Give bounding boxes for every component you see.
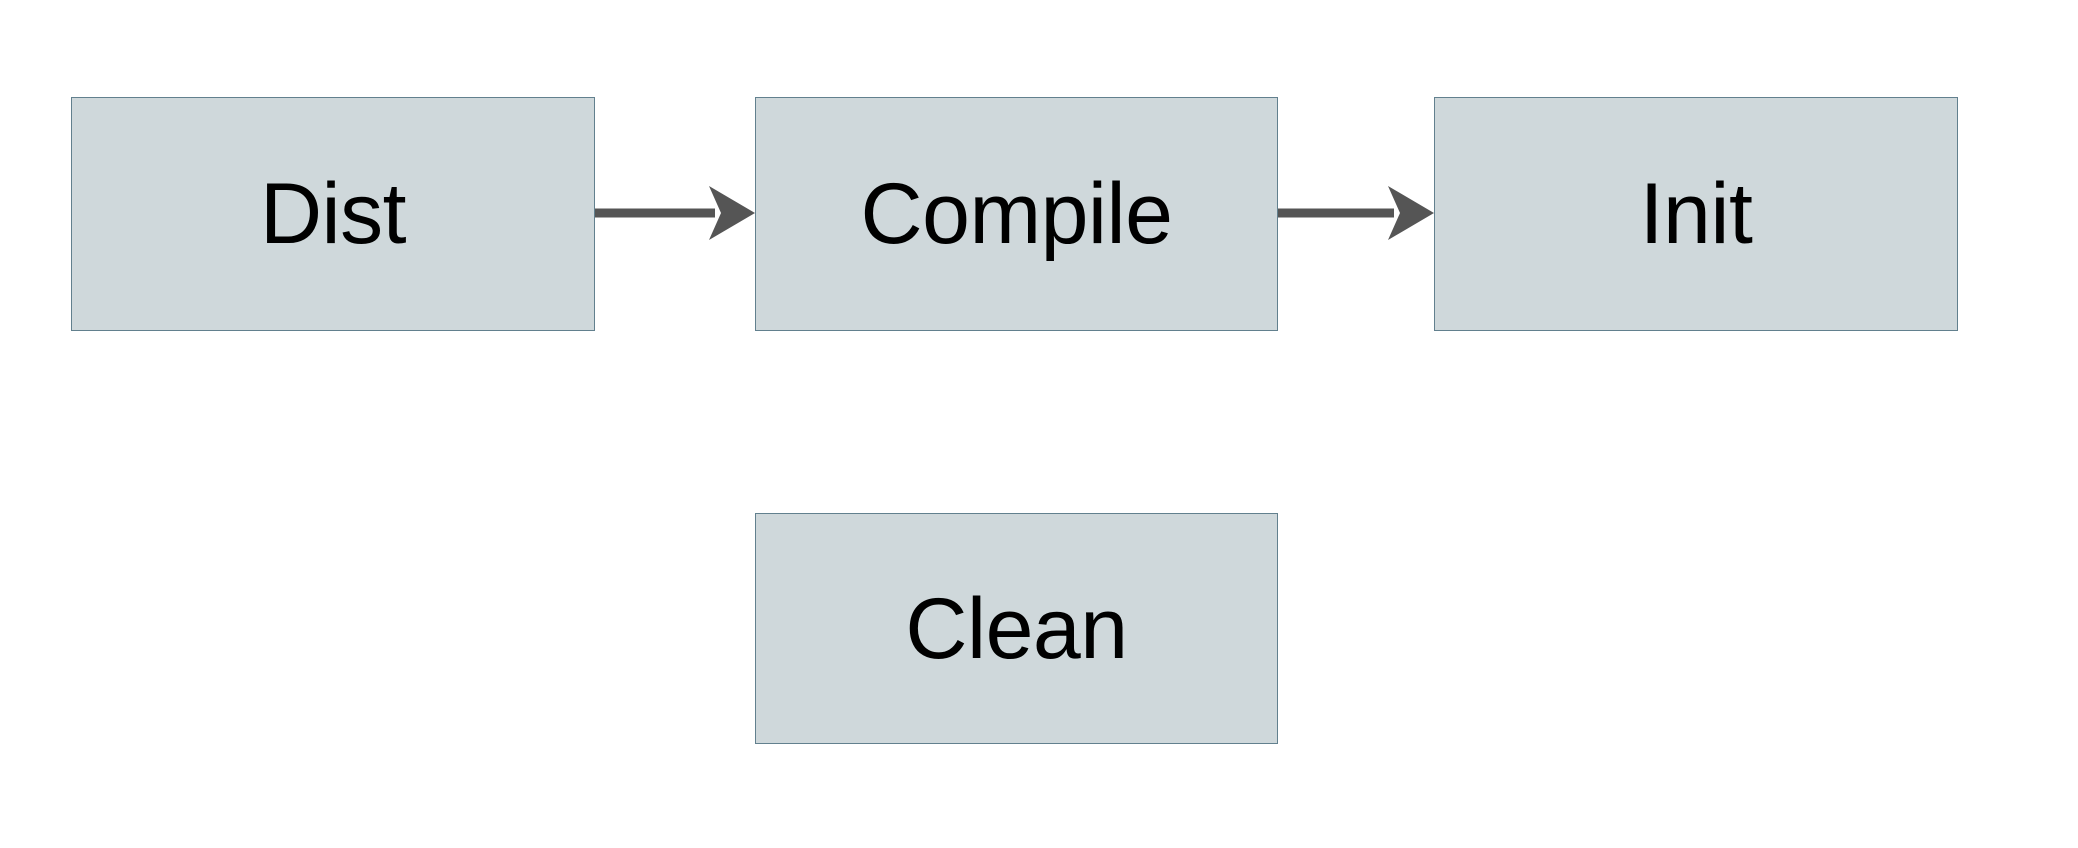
node-dist[interactable]: Dist — [71, 97, 595, 331]
node-clean[interactable]: Clean — [755, 513, 1278, 744]
node-label-compile: Compile — [860, 166, 1173, 262]
node-label-init: Init — [1639, 166, 1753, 262]
node-label-clean: Clean — [905, 580, 1128, 677]
node-init[interactable]: Init — [1434, 97, 1958, 331]
arrowhead-icon — [1388, 186, 1434, 240]
node-label-dist: Dist — [259, 166, 407, 262]
node-compile[interactable]: Compile — [755, 97, 1278, 331]
arrowhead-icon — [709, 186, 755, 240]
